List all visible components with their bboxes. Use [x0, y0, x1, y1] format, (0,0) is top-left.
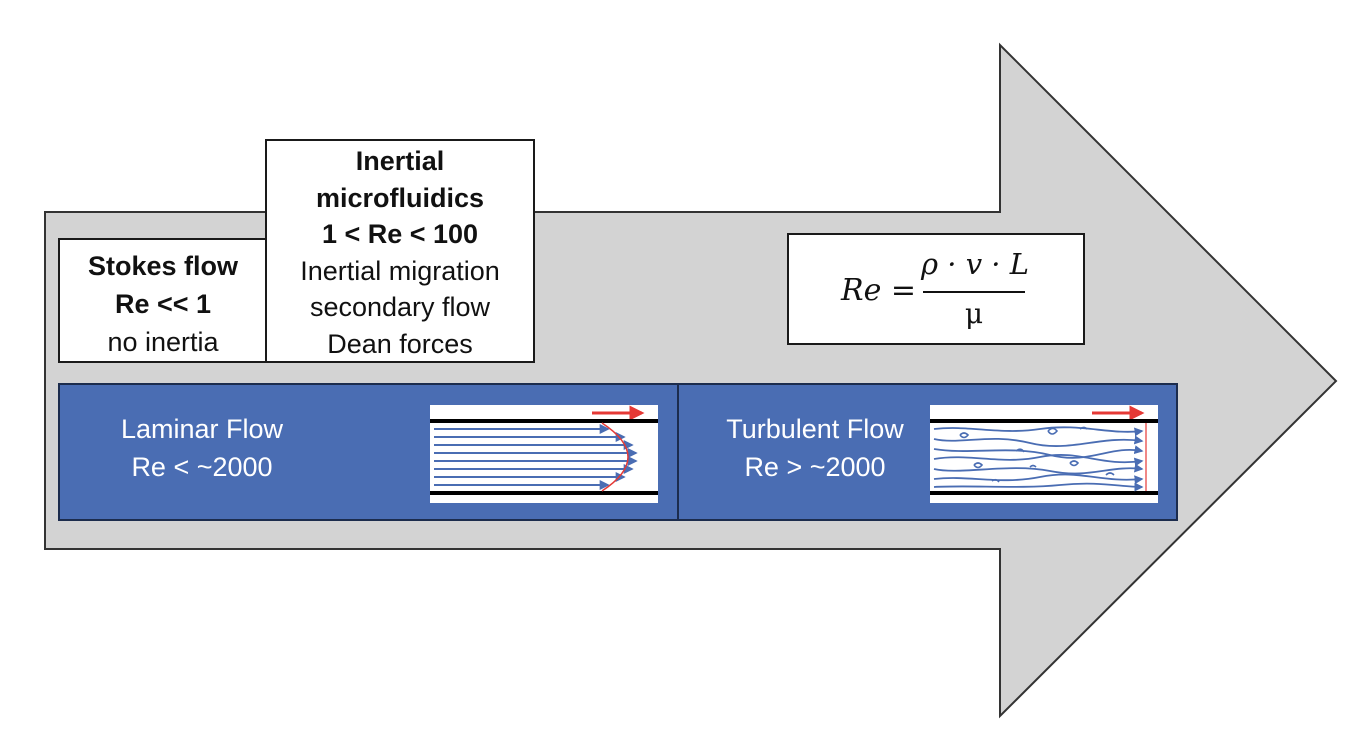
turbulent-flow-title: Turbulent Flow: [726, 414, 904, 444]
stokes-flow-box: Stokes flow Re << 1 no inertia: [58, 238, 268, 363]
formula-denominator: μ: [964, 297, 984, 330]
laminar-flow-panel: Laminar Flow Re < ~2000: [58, 383, 679, 521]
reynolds-formula-box: Re = ρ · v · L μ: [787, 233, 1085, 345]
inertial-item-migration: Inertial migration: [300, 255, 500, 286]
stokes-title: Stokes flow: [87, 251, 239, 281]
inertial-item-dean-forces: Dean forces: [327, 328, 473, 359]
inertial-title-line-1: Inertial: [355, 146, 445, 176]
stokes-range: Re << 1: [114, 289, 212, 319]
laminar-streamlines-graphic: [430, 405, 658, 495]
laminar-flow-title: Laminar Flow: [120, 414, 284, 444]
turbulent-flow-panel: Turbulent Flow Re > ~2000: [677, 383, 1178, 521]
laminar-flow-range: Re < ~2000: [131, 452, 273, 482]
parabolic-profile-curve: [601, 422, 629, 492]
turbulent-flow-illustration: [930, 405, 1158, 503]
turbulent-flow-range: Re > ~2000: [744, 452, 886, 482]
formula-lhs: Re =: [841, 273, 917, 308]
inertial-title-line-2: microfluidics: [315, 182, 485, 213]
formula-numerator: ρ · v · L: [921, 247, 1029, 281]
inertial-range: 1 < Re < 100: [321, 219, 479, 249]
laminar-flow-illustration: [430, 405, 658, 503]
formula-fraction-bar: [923, 291, 1025, 293]
inertial-microfluidics-box: Inertial microfluidics 1 < Re < 100 Iner…: [265, 139, 535, 363]
laminar-flow-label: Laminar Flow Re < ~2000: [82, 410, 322, 486]
inertial-item-secondary-flow: secondary flow: [309, 292, 491, 322]
turbulent-streamlines-graphic: [930, 405, 1158, 495]
stokes-note: no inertia: [107, 327, 219, 357]
turbulent-flow-label: Turbulent Flow Re > ~2000: [697, 410, 933, 486]
